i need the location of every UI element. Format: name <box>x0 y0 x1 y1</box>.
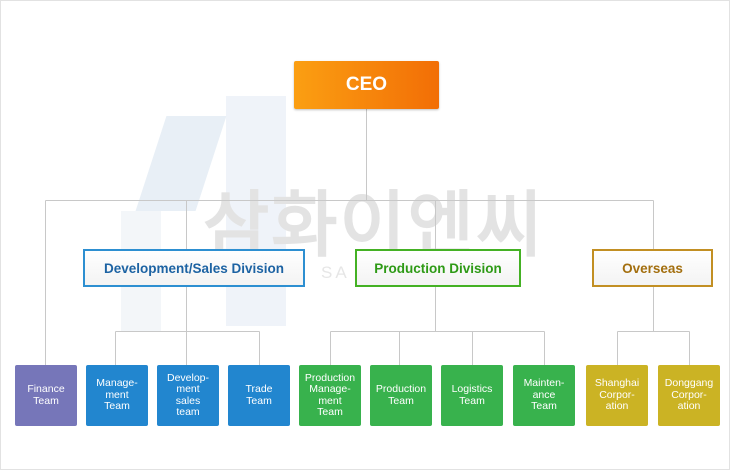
ceo-box: CEO <box>294 61 439 109</box>
team-management: Manage- ment Team <box>86 365 148 426</box>
team-donggang-corporation: Donggang Corpor- ation <box>658 365 720 426</box>
team-logistics: Logistics Team <box>441 365 503 426</box>
team-shanghai-corporation: Shanghai Corpor- ation <box>586 365 648 426</box>
team-production: Production Team <box>370 365 432 426</box>
division-overseas: Overseas <box>592 249 713 287</box>
team-production-management: Production Manage- ment Team <box>299 365 361 426</box>
team-development-sales: Develop- ment sales team <box>157 365 219 426</box>
team-maintenance: Mainten- ance Team <box>513 365 575 426</box>
team-finance: Finance Team <box>15 365 77 426</box>
team-trade: Trade Team <box>228 365 290 426</box>
division-production: Production Division <box>355 249 521 287</box>
division-development-sales: Development/Sales Division <box>83 249 305 287</box>
